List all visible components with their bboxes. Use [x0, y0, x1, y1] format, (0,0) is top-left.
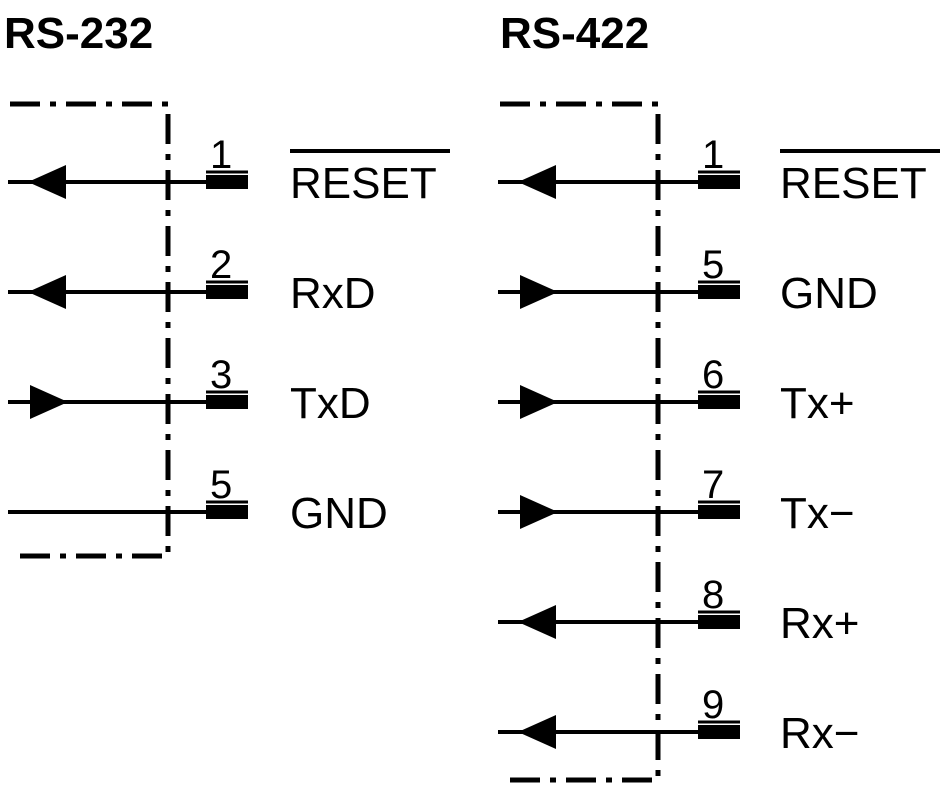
pin-number: 8: [702, 573, 724, 617]
pin-contact: [698, 505, 740, 519]
pin-number: 7: [702, 463, 724, 507]
pin-number: 1: [702, 133, 724, 177]
pin-contact: [698, 175, 740, 189]
arrow-left-icon: [518, 715, 556, 749]
signal-label: TxD: [290, 379, 371, 428]
pin-contact: [698, 395, 740, 409]
signal-label: GND: [780, 269, 878, 318]
rs422-pin-row: 6Tx+: [498, 353, 855, 428]
pin-number: 2: [210, 243, 232, 287]
arrow-left-icon: [28, 165, 66, 199]
pin-contact: [206, 395, 248, 409]
arrow-right-icon: [520, 495, 558, 529]
signal-label: RESET: [290, 159, 437, 208]
pin-contact: [206, 505, 248, 519]
arrow-right-icon: [520, 385, 558, 419]
arrow-left-icon: [518, 605, 556, 639]
arrow-right-icon: [520, 275, 558, 309]
arrow-left-icon: [28, 275, 66, 309]
arrow-right-icon: [30, 385, 68, 419]
signal-label: Rx−: [780, 709, 859, 758]
signal-label: Tx−: [780, 489, 855, 538]
rs422-connector-frame: [500, 101, 661, 783]
pin-number: 6: [702, 353, 724, 397]
rs422-title: RS-422: [500, 9, 649, 58]
rs232-title: RS-232: [4, 9, 153, 58]
pin-contact: [206, 175, 248, 189]
pin-number: 9: [702, 683, 724, 727]
pin-number: 5: [210, 463, 232, 507]
pin-contact: [206, 285, 248, 299]
rs422-pin-row: 8Rx+: [498, 573, 859, 648]
pin-number: 1: [210, 133, 232, 177]
rs232-connector-frame: [10, 101, 171, 559]
signal-label: GND: [290, 489, 388, 538]
rs422-pin-row: 7Tx−: [498, 463, 855, 538]
pin-number: 3: [210, 353, 232, 397]
pin-contact: [698, 285, 740, 299]
signal-label: RxD: [290, 269, 376, 318]
signal-label: RESET: [780, 159, 927, 208]
rs422-pin-row: 9Rx−: [498, 683, 859, 758]
signal-label: Rx+: [780, 599, 859, 648]
arrow-left-icon: [518, 165, 556, 199]
signal-label: Tx+: [780, 379, 855, 428]
pin-number: 5: [702, 243, 724, 287]
pin-contact: [698, 725, 740, 739]
pin-contact: [698, 615, 740, 629]
